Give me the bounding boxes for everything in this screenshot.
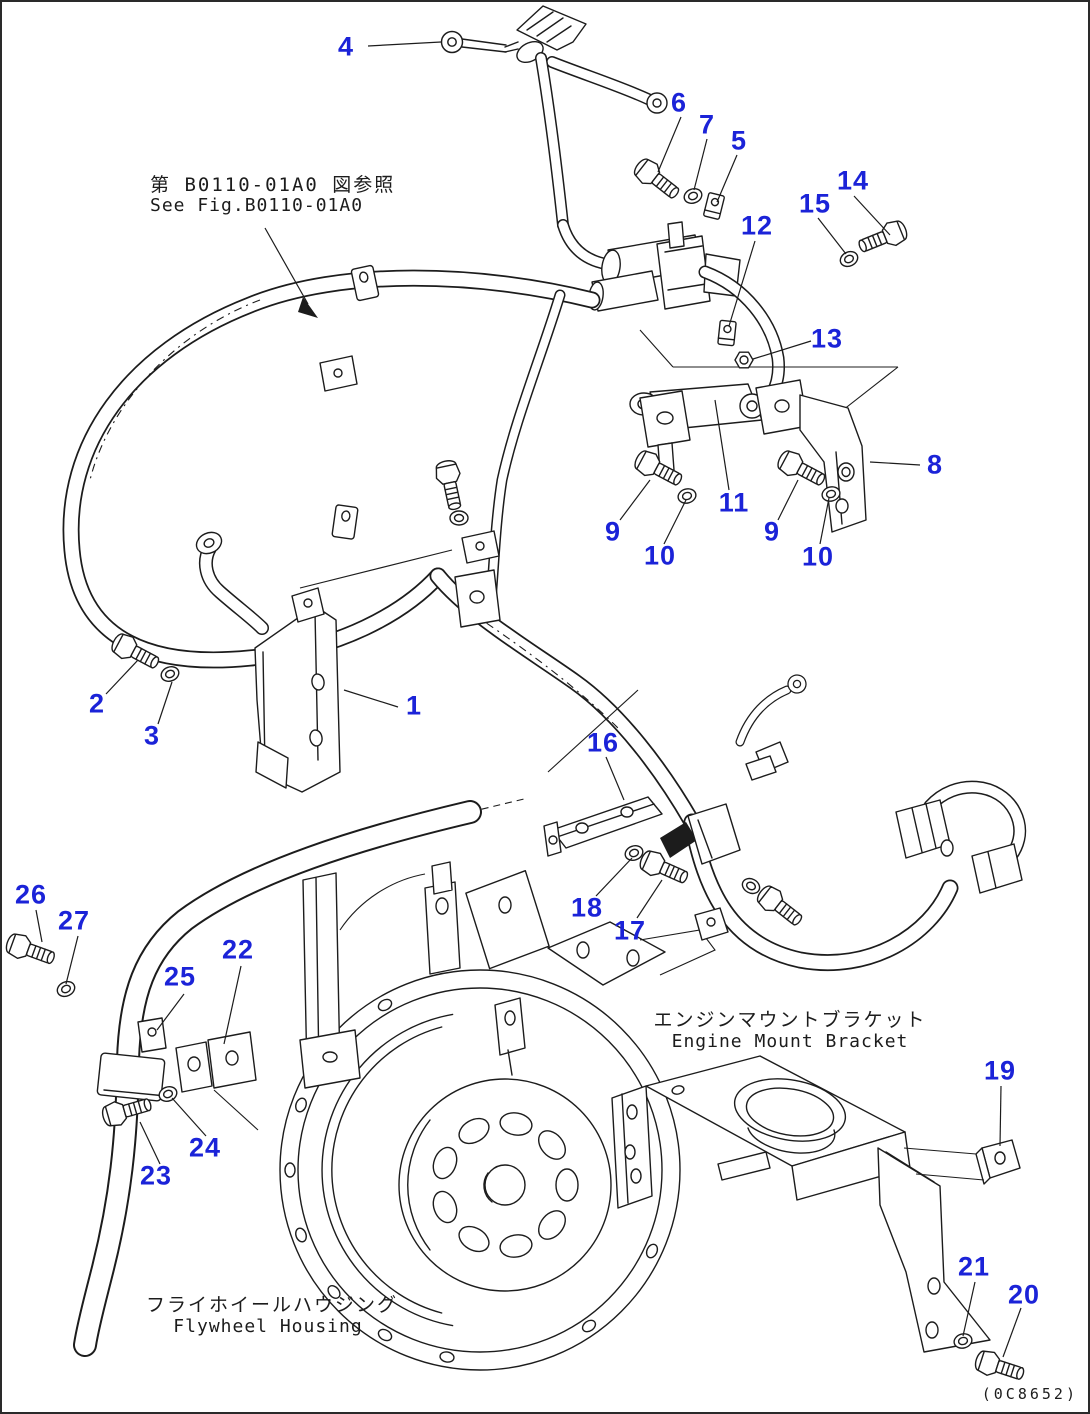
callout-5: 5	[730, 125, 748, 156]
clip-plate	[702, 191, 726, 221]
callout-18: 18	[570, 892, 604, 923]
solenoid-assembly	[588, 221, 785, 403]
washer	[449, 510, 469, 526]
callout-19: 19	[983, 1055, 1017, 1086]
bar-16	[543, 689, 663, 857]
callout-4: 4	[337, 31, 355, 62]
callout-25: 25	[163, 961, 197, 992]
callout-13: 13	[810, 323, 844, 354]
callout-22: 22	[221, 934, 255, 965]
engine-mount-bracket-drawing	[611, 1055, 1021, 1353]
washer-7	[681, 185, 705, 207]
callout-12: 12	[740, 210, 774, 241]
fig-reference-en: See Fig.B0110-01A0	[150, 195, 364, 216]
callout-9: 9	[604, 516, 622, 547]
ring-terminal	[646, 92, 668, 114]
callout-9: 9	[763, 516, 781, 547]
bolt-26	[2, 929, 59, 971]
figure-code: (0C8652)	[981, 1385, 1078, 1403]
bolt-17	[636, 846, 693, 890]
engine-mount-bracket-label-jp: エンジンマウントブラケット	[653, 1009, 927, 1031]
bracket-8	[755, 379, 867, 533]
callout-8: 8	[926, 449, 944, 480]
clip-plate	[717, 319, 737, 347]
callout-1: 1	[405, 690, 423, 721]
leader-lines	[35, 41, 1022, 1358]
bolt	[752, 881, 808, 932]
callout-3: 3	[143, 720, 161, 751]
callout-17: 17	[613, 915, 647, 946]
nut	[734, 351, 754, 369]
callout-10: 10	[801, 541, 835, 572]
callout-10: 10	[643, 540, 677, 571]
hub-slots	[432, 1112, 579, 1258]
washer-15	[837, 248, 861, 270]
callout-24: 24	[188, 1132, 222, 1163]
fig-reference-jp: 第 B0110-01A0 図参照	[150, 174, 396, 196]
callout-11: 11	[718, 487, 750, 518]
bolt-20	[972, 1347, 1028, 1387]
top-connector-assembly	[440, 5, 668, 270]
callout-15: 15	[798, 188, 832, 219]
flywheel-housing-label-jp: フライホイールハウジング	[145, 1294, 399, 1316]
bolt-14	[854, 216, 911, 259]
flywheel-housing-label-en: Flywheel Housing	[173, 1316, 363, 1337]
callout-20: 20	[1007, 1279, 1041, 1310]
flywheel-tube	[73, 798, 525, 1357]
engine-mount-bracket-label-en: Engine Mount Bracket	[671, 1031, 909, 1052]
harness-tab	[350, 264, 380, 302]
callout-2: 2	[88, 688, 106, 719]
flywheel-housing-drawing	[279, 861, 729, 1371]
callout-23: 23	[139, 1160, 173, 1191]
ring-terminal	[440, 30, 464, 54]
callout-21: 21	[957, 1251, 991, 1282]
washer-10-left	[675, 486, 699, 506]
callout-27: 27	[57, 905, 91, 936]
callout-26: 26	[14, 879, 48, 910]
engine-mount-center	[629, 191, 899, 473]
bolt-6	[629, 154, 685, 205]
washer-3	[158, 663, 182, 685]
callout-7: 7	[698, 109, 716, 140]
bracket-1	[195, 531, 453, 793]
callout-16: 16	[586, 727, 620, 758]
lower-harness	[660, 671, 1027, 972]
callout-14: 14	[836, 165, 870, 196]
arrowhead	[298, 297, 318, 318]
callout-6: 6	[670, 87, 688, 118]
bolt	[432, 458, 468, 513]
harness-tab	[331, 503, 359, 541]
